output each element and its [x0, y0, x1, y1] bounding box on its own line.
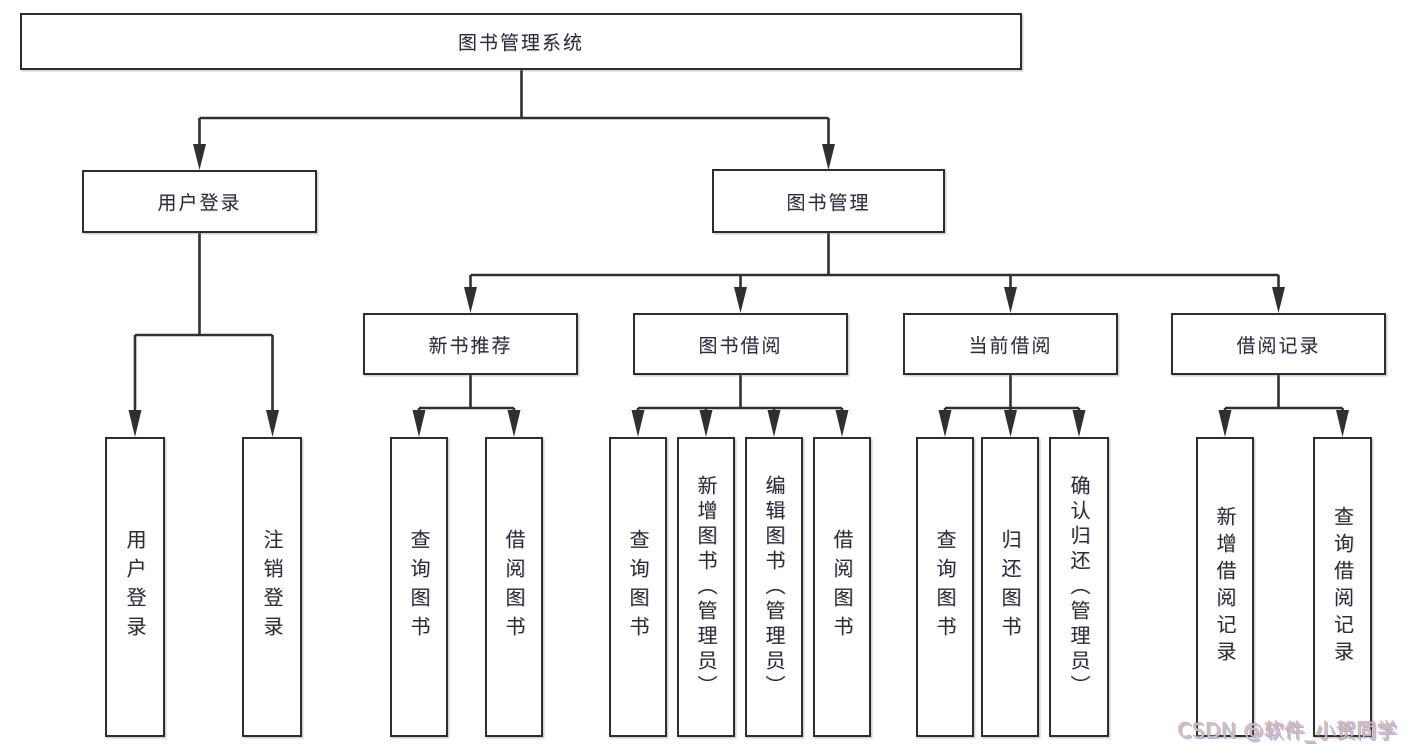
- node-bb-borrow-books: 借阅图书: [813, 437, 871, 737]
- node-borrowing-records: 借阅记录: [1171, 313, 1386, 375]
- connector-book-management-children: [464, 233, 1285, 313]
- node-nb-borrow-books-label: 借阅图书: [502, 529, 526, 645]
- connector-root-to-level2: [193, 70, 835, 170]
- node-user-login-action-label: 用户登录: [123, 529, 147, 645]
- node-user-login-action: 用户登录: [105, 437, 165, 737]
- node-user-login-label: 用户登录: [157, 192, 242, 214]
- connector-book-borrowing-children: [631, 375, 849, 437]
- node-book-borrowing-label: 图书借阅: [698, 334, 783, 357]
- node-bb-edit-books-admin-label: 编辑图书（管理员）: [762, 474, 786, 700]
- node-current-borrowing: 当前借阅: [903, 313, 1118, 375]
- node-book-borrowing: 图书借阅: [633, 313, 848, 375]
- node-cb-return-books-label: 归还图书: [998, 529, 1022, 645]
- node-new-book-recommend-label: 新书推荐: [428, 334, 513, 357]
- node-bb-edit-books-admin: 编辑图书（管理员）: [745, 437, 803, 737]
- node-nb-borrow-books: 借阅图书: [485, 437, 543, 737]
- connector-new-book-recommend-children: [412, 375, 521, 437]
- node-nb-query-books: 查询图书: [390, 437, 448, 737]
- node-bb-query-books: 查询图书: [609, 437, 667, 737]
- connector-current-borrowing-children: [938, 375, 1086, 437]
- node-bb-add-books-admin-label: 新增图书（管理员）: [694, 474, 718, 700]
- node-bb-query-books-label: 查询图书: [626, 529, 650, 645]
- node-br-query-record-label: 查询借阅记录: [1330, 506, 1355, 668]
- node-new-book-recommend: 新书推荐: [363, 313, 578, 375]
- node-bb-add-books-admin: 新增图书（管理员）: [677, 437, 735, 737]
- connector-borrowing-records-children: [1218, 375, 1349, 437]
- node-current-borrowing-label: 当前借阅: [968, 334, 1053, 357]
- node-library-system: 图书管理系统: [20, 13, 1022, 70]
- node-book-management: 图书管理: [712, 169, 945, 233]
- node-cb-query-books: 查询图书: [916, 437, 974, 737]
- node-logout-action-label: 注销登录: [260, 529, 284, 645]
- node-cb-return-books: 归还图书: [981, 437, 1039, 737]
- node-bb-borrow-books-label: 借阅图书: [830, 529, 854, 645]
- node-br-add-record-label: 新增借阅记录: [1213, 506, 1237, 668]
- node-book-management-label: 图书管理: [786, 191, 871, 214]
- node-cb-confirm-return-admin-label: 确认归还（管理员）: [1067, 474, 1091, 700]
- node-user-login: 用户登录: [82, 170, 317, 233]
- node-logout-action: 注销登录: [242, 437, 302, 737]
- csdn-watermark: CSDN @软件_小贺同学: [1178, 719, 1398, 743]
- node-cb-confirm-return-admin: 确认归还（管理员）: [1049, 437, 1109, 737]
- node-library-system-label: 图书管理系统: [457, 32, 584, 54]
- node-borrowing-records-label: 借阅记录: [1236, 334, 1321, 357]
- node-cb-query-books-label: 查询图书: [933, 529, 957, 645]
- connector-user-login-children: [128, 233, 279, 437]
- node-nb-query-books-label: 查询图书: [407, 529, 431, 645]
- node-br-add-record: 新增借阅记录: [1196, 437, 1254, 737]
- node-br-query-record: 查询借阅记录: [1313, 437, 1372, 737]
